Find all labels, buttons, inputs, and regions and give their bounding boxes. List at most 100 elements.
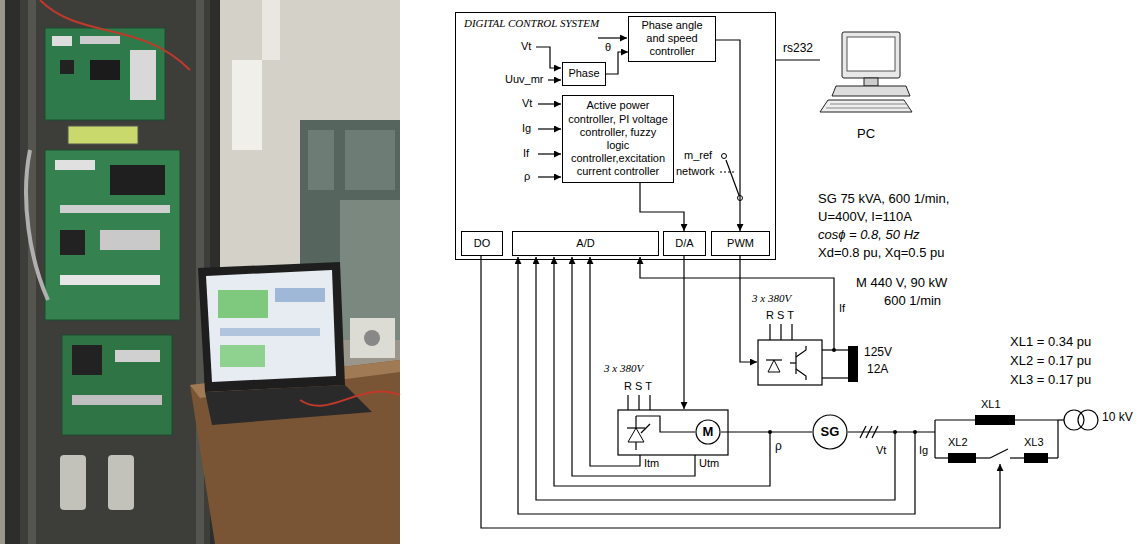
node-text: DO xyxy=(474,237,491,250)
node-text: M xyxy=(703,424,714,440)
signal-connector xyxy=(716,40,740,231)
lab-photo xyxy=(72,345,102,375)
pc-terminal: PC xyxy=(820,26,912,146)
igbt-converter xyxy=(769,324,770,340)
power-line xyxy=(860,426,866,438)
lab-photo xyxy=(60,230,85,255)
grid-label: 10 kV xyxy=(1102,411,1133,425)
power-line xyxy=(1058,419,1064,420)
input-arrow xyxy=(538,176,561,177)
reactance-label: XL1 xyxy=(981,398,1001,411)
node-text: PWM xyxy=(727,237,754,250)
signal-wire xyxy=(640,257,834,350)
pc-icon xyxy=(864,78,878,86)
lab-photo xyxy=(220,345,265,367)
node-text: Active power controller, PI voltage cont… xyxy=(567,99,669,178)
mode-switch xyxy=(726,160,740,198)
signal-wire xyxy=(518,257,915,514)
power-line xyxy=(1078,410,1098,430)
pc-icon xyxy=(830,104,906,105)
signal-connector xyxy=(640,183,684,231)
lab-photo xyxy=(0,0,400,544)
output-block: DO xyxy=(461,231,503,256)
signal-connector xyxy=(721,431,812,432)
circle-outline xyxy=(813,415,847,449)
connector-label: rs232 xyxy=(781,42,815,56)
field-winding xyxy=(822,346,858,382)
igbt-converter xyxy=(790,362,796,363)
lab-photo xyxy=(26,150,48,300)
spec-note: XL2 = 0.17 pu xyxy=(1010,354,1091,369)
lab-photo xyxy=(350,318,395,358)
rating-label: 125V xyxy=(864,346,892,360)
mode-switch xyxy=(720,154,743,201)
spec-note: Xd=0.8 pu, Xq=0.5 pu xyxy=(818,246,945,261)
phase-box: Phase xyxy=(562,62,606,86)
lab-photo xyxy=(220,328,320,336)
signal-connector xyxy=(776,59,820,60)
signal-name: ρ xyxy=(775,440,782,454)
signal-name: ρ xyxy=(524,170,530,183)
lab-photo xyxy=(198,262,345,392)
spec-note: XL1 = 0.34 pu xyxy=(1010,335,1091,350)
pc-icon xyxy=(832,86,910,96)
pc-icon xyxy=(820,32,912,112)
lab-photo xyxy=(5,0,220,544)
node-text: PC xyxy=(857,126,875,142)
signal-name: If xyxy=(839,302,845,315)
thyristor-converter xyxy=(636,416,695,432)
igbt-converter xyxy=(766,359,782,360)
lab-photo xyxy=(60,275,160,285)
power-line xyxy=(948,453,976,463)
spec-note: cosϕ = 0.8, 50 Hz xyxy=(818,228,920,243)
signal-name: Ig xyxy=(919,444,928,457)
signal-wire xyxy=(536,257,895,500)
mode-switch xyxy=(720,172,736,173)
thyristor-converter xyxy=(628,428,644,442)
circle-outline xyxy=(696,420,720,444)
input-arrow xyxy=(548,79,561,80)
lab-photo xyxy=(130,50,156,100)
input-arrow xyxy=(538,103,561,104)
igbt-converter xyxy=(780,324,781,340)
reactance-label: XL3 xyxy=(1024,436,1044,449)
spec-note: U=400V, I=110A xyxy=(818,210,912,225)
signal-name: θ xyxy=(605,41,611,54)
signal-wire xyxy=(481,256,1000,528)
lab-photo xyxy=(206,270,336,382)
lab-photo xyxy=(345,130,395,190)
supply-label: 3 x 380V xyxy=(604,362,643,375)
igbt-converter xyxy=(758,324,822,385)
lab-photo xyxy=(72,395,162,405)
phase-label: R S T xyxy=(624,380,652,393)
thyristor-converter xyxy=(649,395,650,410)
signal-name: Vt xyxy=(522,97,532,110)
node-text: D/A xyxy=(675,237,693,250)
spec-note: 600 1/min xyxy=(884,294,941,309)
node-text: Phase xyxy=(568,67,599,80)
power-line xyxy=(1048,457,1058,458)
lab-photo xyxy=(60,205,170,213)
lab-photo xyxy=(62,335,172,435)
igbt-converter xyxy=(791,324,792,340)
thyristor-converter xyxy=(638,395,639,410)
signal-wire xyxy=(572,257,695,476)
input-arrow xyxy=(598,37,627,38)
control-system-frame: DIGITAL CONTROL SYSTEMPhase angle and sp… xyxy=(455,12,776,260)
power-line xyxy=(872,426,878,438)
lab-photo xyxy=(108,455,134,510)
lab-photo xyxy=(40,0,190,70)
motor-symbol: M xyxy=(695,419,721,445)
lab-photo xyxy=(300,392,400,406)
supply-label: 3 x 380V xyxy=(752,292,791,305)
pwm-block: PWM xyxy=(711,231,770,256)
power-line xyxy=(848,410,1098,463)
lab-photo xyxy=(20,0,210,544)
node-text: A/D xyxy=(576,237,594,250)
thyristor-converter xyxy=(641,424,650,433)
pc-icon xyxy=(826,108,909,109)
power-line xyxy=(975,415,1015,425)
spec-note: SG 75 kVA, 600 1/min, xyxy=(818,192,949,207)
signal-wire xyxy=(554,257,770,486)
power-line xyxy=(848,431,935,432)
